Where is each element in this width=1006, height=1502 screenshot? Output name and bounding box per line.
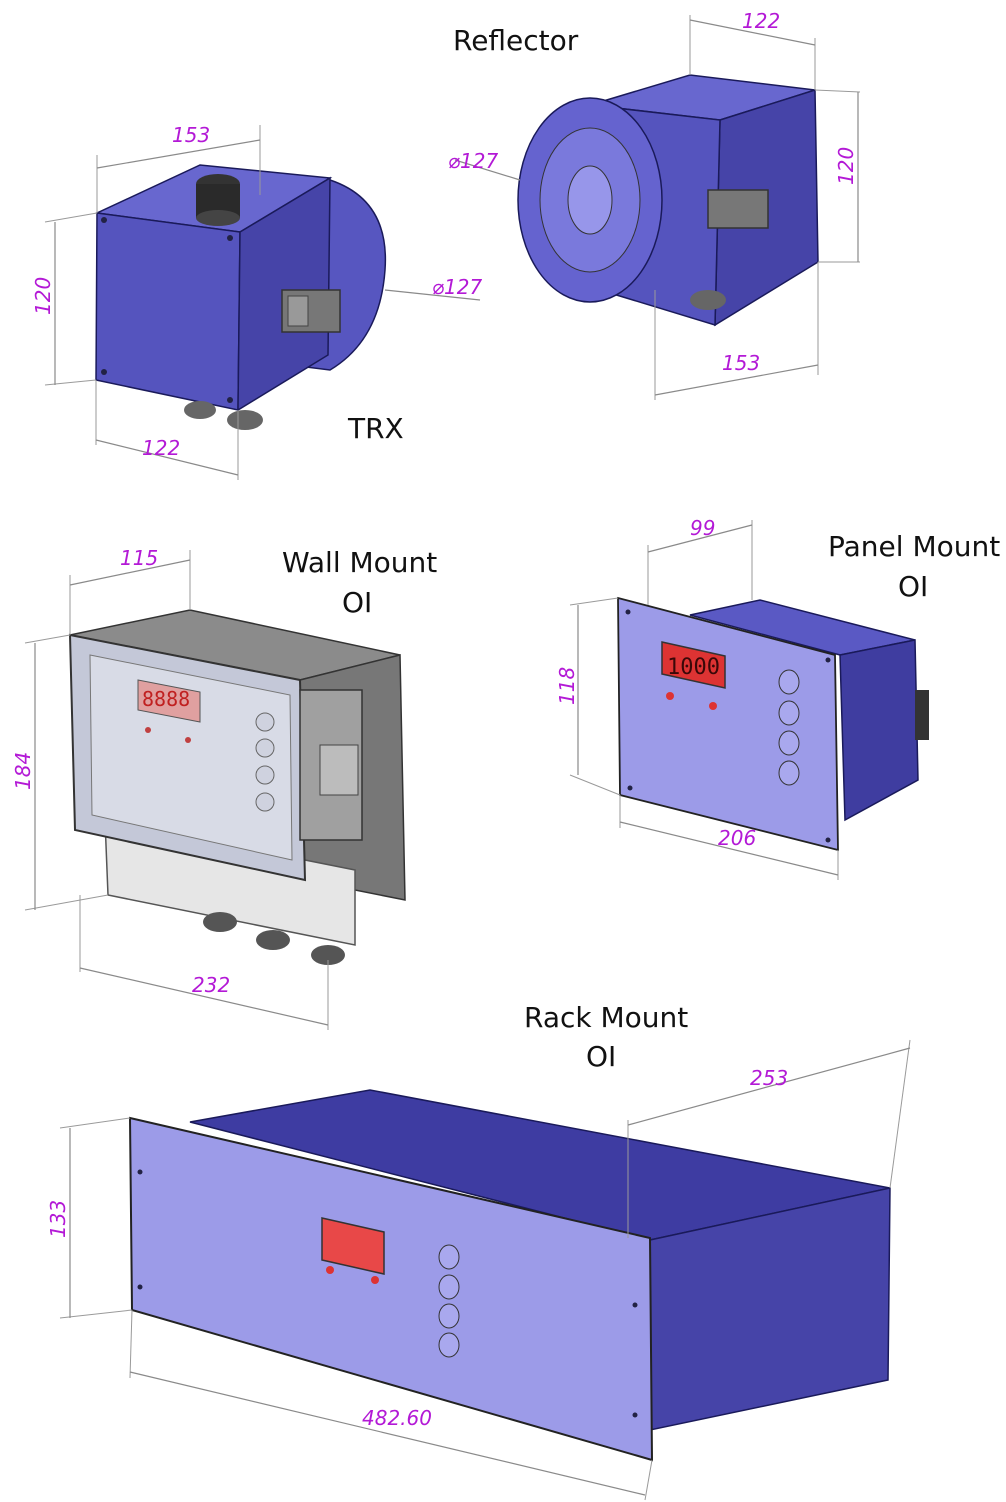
wall-mount-dim-width: 232	[192, 973, 230, 997]
trx-cable-gland-left	[184, 401, 216, 419]
trx-unit	[94, 164, 387, 430]
reflector-dim-height: 120	[834, 147, 858, 185]
wall-mount-title-line1: Wall Mount	[282, 546, 437, 579]
rack-mount-button-4	[438, 1332, 460, 1358]
trx-dim-width: 153	[172, 123, 210, 147]
reflector-dimensions: 122 120 ⌀127 153	[448, 9, 861, 400]
reflector-unit	[517, 74, 819, 327]
panel-mount-title-line2: OI	[898, 570, 928, 603]
reflector-cable-gland	[690, 290, 726, 310]
trx-dim-height: 120	[31, 277, 55, 315]
panel-mount-housing-side	[839, 639, 919, 822]
wall-mount-gland-2	[256, 930, 290, 950]
rack-mount-display	[321, 1217, 385, 1275]
rack-mount-title-line1: Rack Mount	[524, 1001, 688, 1034]
rack-mount-button-2	[438, 1274, 460, 1300]
panel-mount-dim-depth: 99	[690, 516, 715, 540]
rack-mount-title-line2: OI	[586, 1040, 616, 1073]
trx-dim-diameter: ⌀127	[432, 275, 482, 299]
trx-cable-gland-right	[227, 410, 263, 430]
wall-mount-unit: 8888	[68, 609, 406, 965]
panel-mount-button-3	[778, 730, 800, 756]
panel-mount-dim-height: 118	[555, 667, 579, 705]
panel-mount-button-1	[778, 669, 800, 695]
wall-mount-dim-depth: 115	[120, 546, 158, 570]
panel-mount-button-4	[778, 760, 800, 786]
wall-mount-button-1	[255, 712, 275, 732]
panel-mount-unit: 1000	[617, 596, 929, 852]
wall-mount-gland-3	[311, 945, 345, 965]
rack-mount-dim-width: 482.60	[362, 1406, 432, 1430]
rack-mount-dim-depth: 253	[750, 1066, 788, 1090]
wall-mount-button-3	[255, 765, 275, 785]
reflector-dim-diameter: ⌀127	[448, 149, 498, 173]
rack-mount-dimensions: 253 133 482.60	[46, 1039, 911, 1501]
rack-mount-button-1	[438, 1244, 460, 1270]
wall-mount-display	[137, 679, 201, 723]
wall-mount-dimensions: 115 184 232	[11, 546, 329, 1030]
panel-mount-title-line1: Panel Mount	[828, 530, 1000, 563]
wall-mount-title-line2: OI	[342, 586, 372, 619]
panel-mount-dimensions: 99 118 206	[555, 516, 839, 880]
panel-mount-rear-knob	[915, 690, 929, 740]
reflector-latch	[707, 189, 769, 229]
wall-mount-dim-height: 184	[11, 752, 35, 790]
panel-mount-display	[661, 641, 726, 689]
reflector-dim-depth: 122	[742, 9, 780, 33]
trx-dim-depth: 122	[142, 436, 180, 460]
wall-mount-button-4	[255, 792, 275, 812]
panel-mount-dim-width: 206	[718, 826, 756, 850]
reflector-dim-width: 153	[722, 351, 760, 375]
wall-mount-display-text: 8888	[142, 687, 190, 711]
wall-mount-gland-1	[203, 912, 237, 932]
panel-mount-display-text: 1000	[667, 655, 720, 680]
trx-title: TRX	[347, 412, 404, 445]
rack-mount-unit	[128, 1089, 891, 1462]
rack-mount-button-3	[438, 1303, 460, 1329]
trx-housing-front	[95, 212, 241, 411]
rack-mount-dim-height: 133	[46, 1200, 70, 1238]
reflector-title: Reflector	[453, 24, 579, 57]
wall-mount-button-2	[255, 738, 275, 758]
panel-mount-button-2	[778, 700, 800, 726]
trx-dimensions: 153 120 122 ⌀127	[31, 123, 482, 480]
